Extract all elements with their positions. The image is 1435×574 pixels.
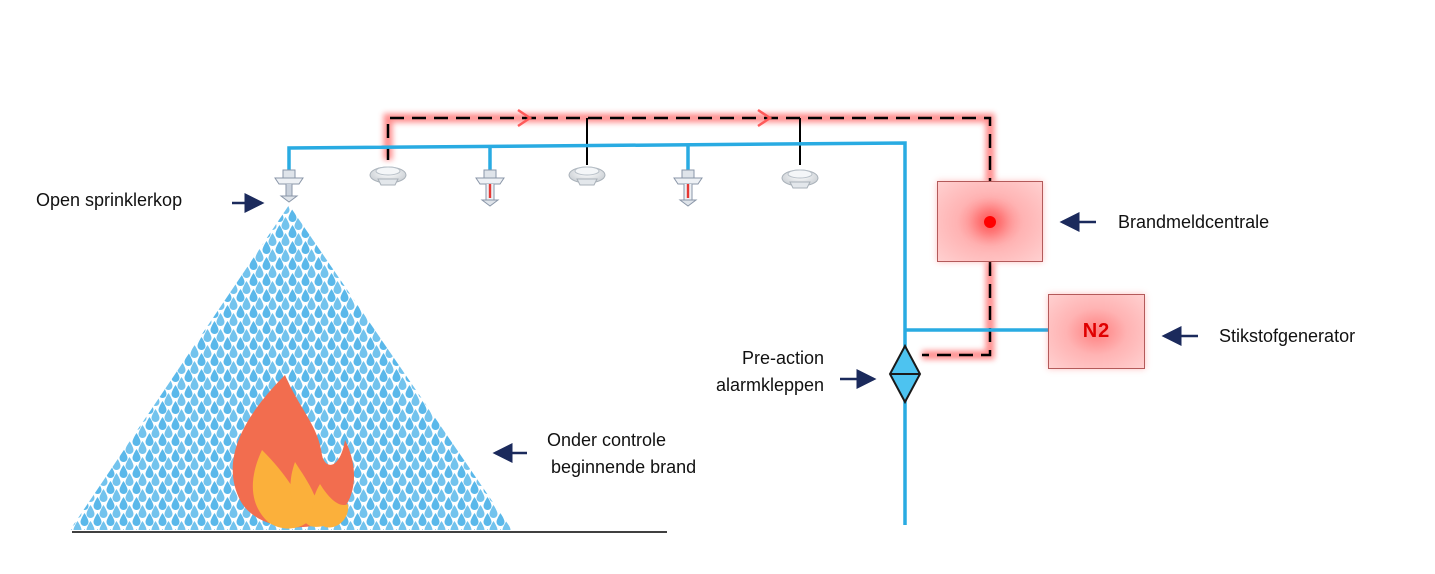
sprinkler-head-icon bbox=[475, 169, 505, 207]
fire-label-line1: Onder controle bbox=[547, 430, 667, 450]
water-pipes bbox=[287, 141, 1048, 525]
pre-action-label-line1: Pre-action bbox=[741, 348, 824, 368]
nitrogen-label: N2 bbox=[1082, 320, 1111, 342]
pre-action-valve-label: Pre-action alarmkleppen bbox=[716, 345, 824, 399]
smoke-detector-icon bbox=[781, 169, 819, 189]
detection-line bbox=[386, 116, 992, 357]
detector-connectors bbox=[586, 118, 801, 165]
flow-direction-arrows bbox=[517, 108, 773, 128]
fire-alarm-panel-label: Brandmeldcentrale bbox=[1118, 212, 1270, 232]
nitrogen-generator: N2 bbox=[1048, 294, 1145, 369]
fire-label: Onder controle beginnende brand bbox=[547, 427, 696, 481]
fire-label-line2: beginnende brand bbox=[551, 457, 697, 477]
open-sprinkler-label: Open sprinklerkop bbox=[36, 190, 183, 210]
sprinkler-head-icon bbox=[274, 169, 304, 203]
fire-alarm-panel bbox=[937, 181, 1043, 262]
pre-action-label-line2: alarmkleppen bbox=[715, 375, 824, 395]
alarm-indicator-light bbox=[984, 215, 996, 228]
smoke-detector-icon bbox=[568, 166, 606, 186]
nitrogen-generator-label: Stikstofgenerator bbox=[1219, 326, 1356, 346]
sprinkler-head-icon bbox=[673, 169, 703, 207]
pointer-arrows bbox=[232, 193, 1198, 463]
diamond-valve-icon bbox=[888, 343, 922, 405]
water-spray-cone bbox=[70, 205, 512, 530]
flame-icon bbox=[232, 375, 355, 529]
smoke-detector-icon bbox=[369, 166, 407, 186]
